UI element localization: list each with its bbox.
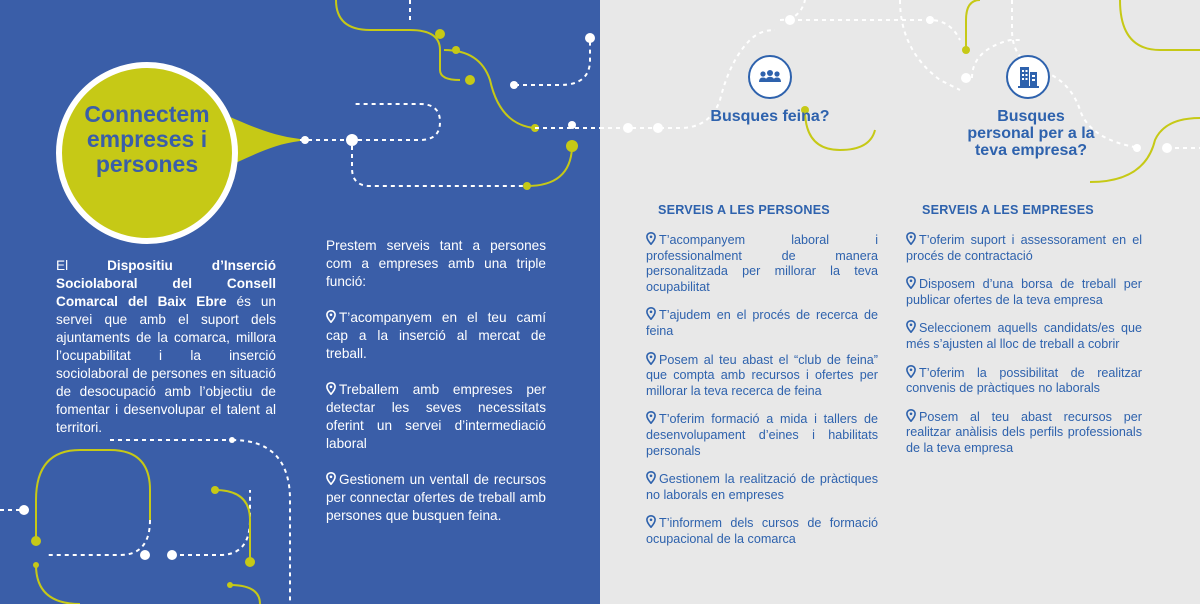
functions-lead: Prestem serveis tant a persones com a em… <box>326 238 546 289</box>
list-item: Posem al teu abast el “club de feina” qu… <box>646 351 878 398</box>
location-pin-icon <box>906 276 916 290</box>
location-pin-icon <box>326 472 336 485</box>
location-pin-icon <box>646 471 656 485</box>
left-panel: Connectem empreses i persones El Disposi… <box>0 0 600 604</box>
companies-question: Busques personal per a la teva empresa? <box>967 108 1095 159</box>
people-icon <box>748 55 792 99</box>
location-pin-icon <box>646 232 656 245</box>
list-item: Disposem d’una borsa de treball per publ… <box>906 276 1142 307</box>
intro-paragraph: El Dispositiu d’Inserció Sociolaboral de… <box>56 257 276 437</box>
functions-column: Prestem serveis tant a persones com a em… <box>326 237 546 543</box>
function-item: Gestionem un ventall de recursos per con… <box>326 472 546 523</box>
location-pin-icon <box>326 382 336 395</box>
people-services-list: T’acompanyem laboral i professionalment … <box>646 232 878 560</box>
intro-prefix: El <box>56 258 69 273</box>
company-services-list: T’oferim suport i assessorament en el pr… <box>906 232 1142 469</box>
location-pin-icon <box>646 307 656 321</box>
location-pin-icon <box>646 411 656 425</box>
location-pin-icon <box>906 232 916 245</box>
building-icon <box>1006 55 1050 99</box>
list-item: Seleccionem aquells candidats/es que més… <box>906 320 1142 351</box>
right-panel: Busques feina? Busques personal per a la… <box>600 0 1200 604</box>
intro-rest: és un servei que amb el suport dels ajun… <box>56 294 276 435</box>
list-item: T’oferim suport i assessorament en el pr… <box>906 232 1142 263</box>
people-question: Busques feina? <box>710 108 830 125</box>
list-item: Posem al teu abast recursos per realitza… <box>906 408 1142 455</box>
location-pin-icon <box>646 515 656 529</box>
location-pin-icon <box>906 364 916 378</box>
location-pin-icon <box>326 310 336 323</box>
people-services-heading: SERVEIS A LES PERSONES <box>658 203 830 217</box>
location-pin-icon <box>906 320 916 334</box>
connector-lines-right <box>600 0 1200 183</box>
list-item: T’acompanyem laboral i professionalment … <box>646 232 878 294</box>
function-item: T’acompanyem en el teu camí cap a la ins… <box>326 310 546 361</box>
function-item: Treballem amb empreses per detectar les … <box>326 382 546 451</box>
list-item: Gestionem la realització de pràctiques n… <box>646 471 878 502</box>
list-item: T’ajudem en el procés de recerca de fein… <box>646 307 878 338</box>
company-services-heading: SERVEIS A LES EMPRESES <box>922 203 1094 217</box>
headline-bubble <box>56 62 238 244</box>
list-item: T’informem dels cursos de formació ocupa… <box>646 515 878 546</box>
intro-bold: Dispositiu d’Inserció Sociolaboral del C… <box>56 258 276 309</box>
list-item: T’oferim formació a mida i tallers de de… <box>646 411 878 458</box>
connector-lines-left <box>0 0 600 604</box>
list-item: T’oferim la possibilitat de realitzar co… <box>906 364 1142 396</box>
location-pin-icon <box>906 408 916 422</box>
headline-title: Connectem empreses i persones <box>84 101 210 177</box>
location-pin-icon <box>646 351 656 365</box>
